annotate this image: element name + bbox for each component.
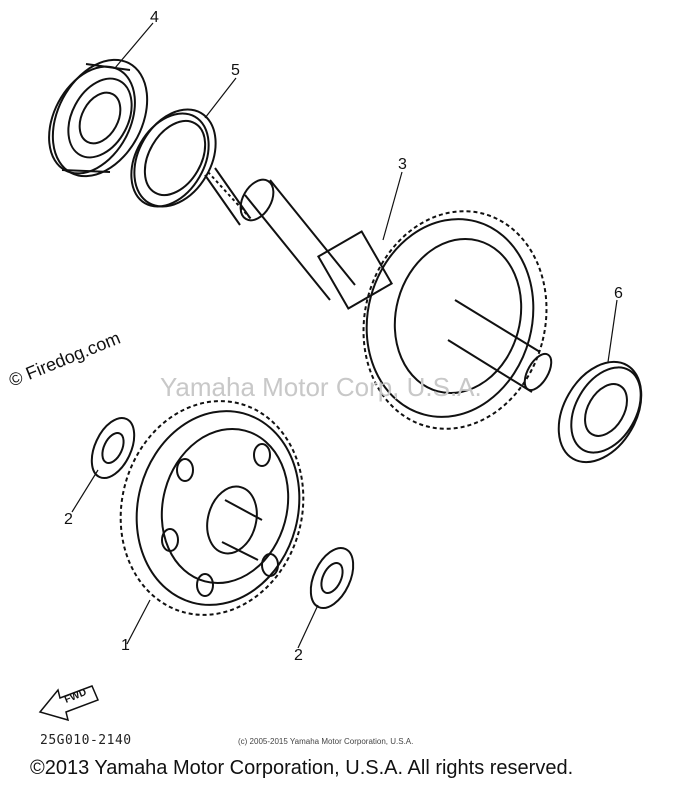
washer-part-2-upper: [90, 417, 136, 479]
shaft-part-3: [204, 167, 553, 430]
callout-1: 1: [121, 637, 130, 654]
callout-6: 6: [614, 285, 623, 302]
callout-3: 3: [398, 156, 407, 173]
copyright-small: (c) 2005-2015 Yamaha Motor Corporation, …: [238, 737, 414, 746]
callout-5: 5: [231, 62, 240, 79]
part-code: 25G010-2140: [40, 733, 132, 748]
forward-label: FWD: [63, 687, 88, 706]
callout-2-upper: 2: [64, 511, 73, 528]
bearing-part-6: [557, 360, 643, 464]
bearing-part-4: [48, 58, 149, 178]
forward-arrow-icon: [38, 685, 99, 722]
gear-part-1: [119, 400, 305, 616]
watermark-center: Yamaha Motor Corp, U.S.A.: [160, 372, 482, 402]
copyright-footer: ©2013 Yamaha Motor Corporation, U.S.A. A…: [30, 757, 574, 779]
callout-2-lower: 2: [294, 647, 303, 664]
callout-4: 4: [150, 9, 159, 26]
washer-part-2-lower: [309, 547, 355, 609]
